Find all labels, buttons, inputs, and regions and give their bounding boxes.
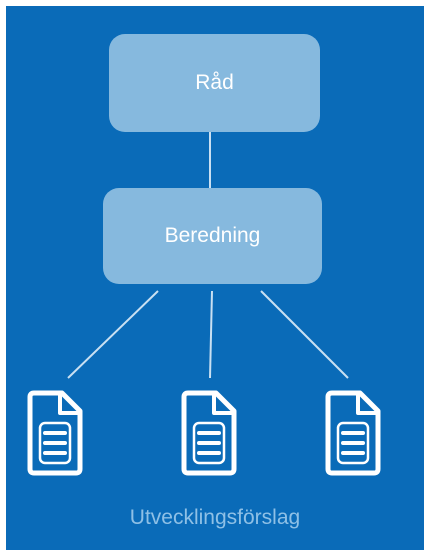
- connector-beredning-doc-1: [67, 290, 159, 379]
- connector-beredning-doc-3: [260, 290, 349, 379]
- connector-beredning-doc-2: [209, 290, 213, 379]
- node-rad-label: Råd: [195, 71, 234, 94]
- diagram-panel: Råd Beredning Utvecklingsförslag: [6, 6, 424, 550]
- footer-label: Utvecklingsförslag: [129, 506, 301, 529]
- document-icon: [27, 390, 83, 476]
- node-beredning: Beredning: [103, 188, 322, 284]
- document-icon: [325, 390, 381, 476]
- document-icon: [181, 390, 237, 476]
- node-beredning-label: Beredning: [164, 224, 261, 247]
- node-rad: Råd: [109, 34, 320, 132]
- connector-lines: [67, 132, 349, 379]
